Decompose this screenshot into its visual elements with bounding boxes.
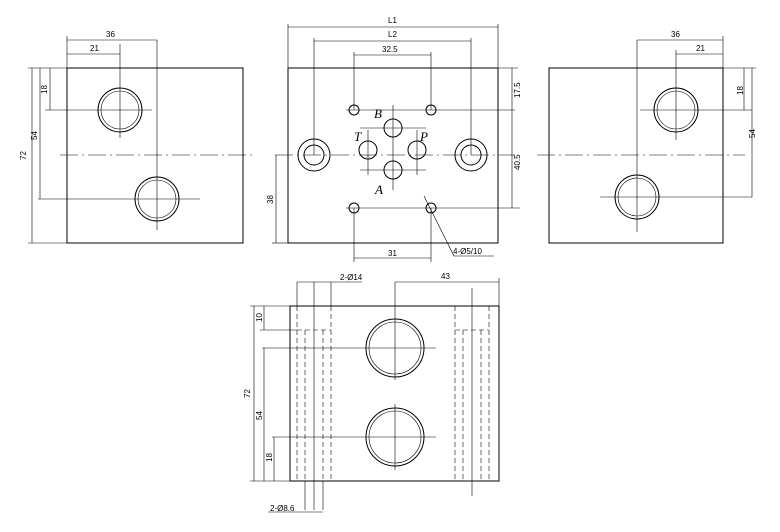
bottom-view: 2-Ø14 43 72 10 54 18 2-Ø8.6: [243, 272, 500, 513]
center-dim-40-5: 40.5: [513, 154, 522, 170]
right-dim-54: 54: [748, 129, 757, 138]
right-dim-36: 36: [671, 30, 680, 39]
right-view: 36 21 18 54: [537, 30, 757, 244]
center-view: L1 L2 32.5 B T P A: [266, 16, 522, 262]
right-dim-18: 18: [736, 86, 745, 95]
center-holes-label: 4-Ø5/10: [453, 247, 482, 256]
bottom-dim-72: 72: [243, 389, 252, 398]
bottom-dim-2d14: 2-Ø14: [340, 273, 363, 282]
bottom-dim-43: 43: [441, 272, 450, 281]
left-dim-18: 18: [40, 85, 49, 94]
right-dim-21: 21: [696, 44, 705, 53]
bottom-dim-54: 54: [255, 411, 264, 420]
left-view-outline: [66, 67, 244, 244]
right-view-outline: [548, 67, 724, 244]
center-port-left: [297, 138, 331, 172]
bottom-view-outline: [289, 305, 500, 482]
bottom-dim-2d86: 2-Ø8.6: [270, 504, 295, 513]
center-dim-l2: L2: [388, 30, 397, 39]
left-dim-21: 21: [90, 44, 99, 53]
bottom-dim-10: 10: [255, 313, 264, 322]
bottom-dim-18: 18: [265, 453, 274, 462]
center-port-left-inner: [303, 144, 325, 166]
port-label-a: A: [374, 182, 383, 197]
center-view-outline: [287, 67, 499, 244]
left-view: 36 21 72 54 18: [19, 30, 255, 244]
left-dim-54: 54: [30, 131, 39, 140]
center-dim-17-5: 17.5: [513, 82, 522, 98]
port-label-b: B: [374, 106, 382, 121]
center-dim-32-5: 32.5: [382, 45, 398, 54]
center-port-right: [454, 138, 488, 172]
port-label-p: P: [419, 129, 428, 144]
center-dim-31: 31: [388, 249, 397, 258]
center-dim-38: 38: [266, 195, 275, 204]
port-label-t: T: [354, 129, 362, 144]
left-dim-72: 72: [19, 151, 28, 160]
left-dim-36: 36: [106, 30, 115, 39]
center-port-right-inner: [460, 144, 482, 166]
center-dim-l1: L1: [388, 16, 397, 25]
